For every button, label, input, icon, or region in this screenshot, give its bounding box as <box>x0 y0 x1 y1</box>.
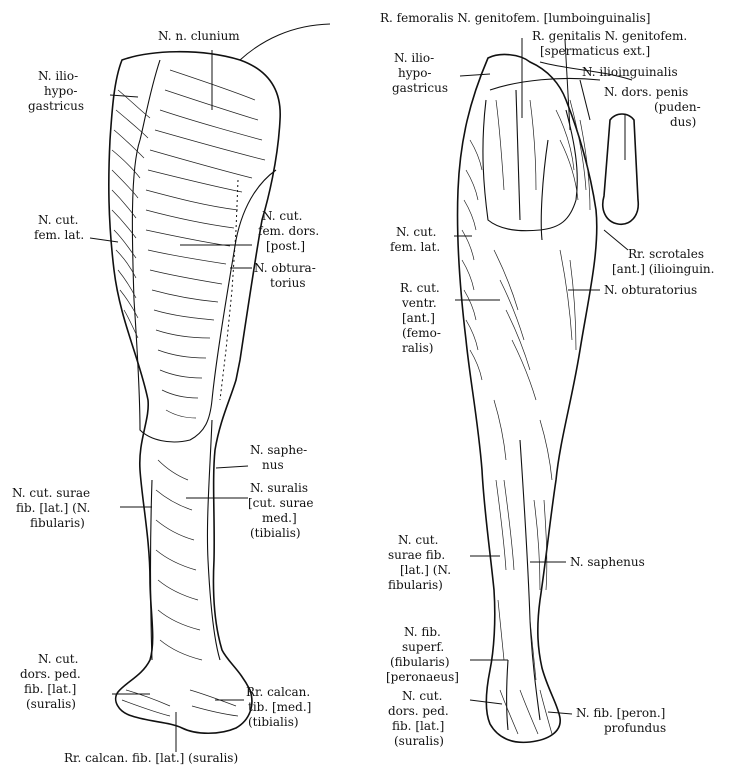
svg-text:(suralis): (suralis) <box>26 697 76 711</box>
label-n-cut-surae-fib-posterior: N. cut. surae fib. [lat.] (N. fibularis) <box>12 486 90 530</box>
svg-text:(fibularis): (fibularis) <box>390 655 450 669</box>
label-n-cut-fem-dors: N. cut. fem. dors. [post.] <box>258 209 319 253</box>
svg-text:fem. lat.: fem. lat. <box>34 228 84 242</box>
svg-text:N. saphe-: N. saphe- <box>250 443 307 457</box>
svg-text:N. ilio-: N. ilio- <box>394 51 434 65</box>
label-n-iliohypogastricus-anterior: N. ilio- hypo- gastricus <box>392 51 448 95</box>
svg-text:N. fib. [peron.]: N. fib. [peron.] <box>576 706 665 720</box>
label-n-cut-fem-lat-posterior: N. cut. fem. lat. <box>34 213 84 242</box>
svg-text:N. cut.: N. cut. <box>38 652 78 666</box>
svg-text:N. cut.: N. cut. <box>262 209 302 223</box>
svg-text:dus): dus) <box>670 115 696 129</box>
svg-text:N. cut. surae: N. cut. surae <box>12 486 90 500</box>
svg-text:gastricus: gastricus <box>28 99 84 113</box>
label-n-obturatorius-anterior: N. obturatorius <box>604 283 697 297</box>
svg-text:fem. dors.: fem. dors. <box>258 224 319 238</box>
label-r-femoralis-genitofem: R. femoralis N. genitofem. [lumboinguina… <box>380 11 650 25</box>
label-n-cut-dors-ped-fib-anterior: N. cut. dors. ped. fib. [lat.] (suralis) <box>388 689 449 748</box>
label-n-ilioinguinalis: N. ilioinguinalis <box>582 65 678 79</box>
svg-text:torius: torius <box>270 276 306 290</box>
svg-text:fib. [lat.]: fib. [lat.] <box>392 719 444 733</box>
label-r-genitalis-genitofem: R. genitalis N. genitofem. [spermaticus … <box>532 29 687 58</box>
label-n-iliohypogastricus-posterior: N. ilio- hypo- gastricus <box>28 69 84 113</box>
svg-text:(tibialis): (tibialis) <box>250 526 301 540</box>
label-n-cut-surae-fib-anterior: N. cut. surae fib. [lat.] (N. fibularis) <box>388 533 451 592</box>
svg-text:R. cut.: R. cut. <box>400 281 440 295</box>
svg-text:N. dors. penis: N. dors. penis <box>604 85 688 99</box>
svg-text:[post.]: [post.] <box>266 239 305 253</box>
svg-text:superf.: superf. <box>402 640 444 654</box>
svg-text:[spermaticus ext.]: [spermaticus ext.] <box>540 44 650 58</box>
label-n-fib-superf: N. fib. superf. (fibularis) [peronaeus] <box>386 625 459 684</box>
label-n-cut-fem-lat-anterior: N. cut. fem. lat. <box>390 225 440 254</box>
label-rr-scrotales: Rr. scrotales [ant.] (ilioinguin. <box>612 247 714 276</box>
label-n-obturatorius-posterior: N. obtura- torius <box>254 261 316 290</box>
genital-outline <box>603 114 638 224</box>
svg-text:(tibialis): (tibialis) <box>248 715 299 729</box>
label-n-saphenus-posterior: N. saphe- nus <box>250 443 307 472</box>
label-n-cut-dors-ped-fib-posterior: N. cut. dors. ped. fib. [lat.] (suralis) <box>20 652 81 711</box>
svg-text:(suralis): (suralis) <box>394 734 444 748</box>
svg-text:N. fib.: N. fib. <box>404 625 441 639</box>
label-n-n-clunium: N. n. clunium <box>158 29 240 43</box>
svg-text:ralis): ralis) <box>402 341 433 355</box>
svg-text:[ant.] (ilioinguin.: [ant.] (ilioinguin. <box>612 262 714 276</box>
svg-text:[cut. surae: [cut. surae <box>248 496 313 510</box>
gluteal-arc <box>240 24 330 60</box>
svg-text:N. cut.: N. cut. <box>396 225 436 239</box>
svg-text:surae fib.: surae fib. <box>388 548 445 562</box>
svg-text:[peronaeus]: [peronaeus] <box>386 670 459 684</box>
svg-text:N. cut.: N. cut. <box>38 213 78 227</box>
svg-text:fibularis): fibularis) <box>30 516 85 530</box>
svg-text:ventr.: ventr. <box>401 296 437 310</box>
svg-text:dors. ped.: dors. ped. <box>388 704 449 718</box>
svg-text:med.]: med.] <box>262 511 297 525</box>
svg-text:gastricus: gastricus <box>392 81 448 95</box>
label-n-fib-profundus: N. fib. [peron.] profundus <box>576 706 666 735</box>
svg-text:R. genitalis N. genitofem.: R. genitalis N. genitofem. <box>532 29 687 43</box>
svg-text:N. cut.: N. cut. <box>398 533 438 547</box>
svg-text:(femo-: (femo- <box>402 326 441 340</box>
svg-text:N. obtura-: N. obtura- <box>254 261 316 275</box>
svg-text:Rr. scrotales: Rr. scrotales <box>628 247 704 261</box>
anterior-leg-figure <box>457 55 638 743</box>
svg-text:N. suralis: N. suralis <box>250 481 308 495</box>
label-r-cut-ventr: R. cut. ventr. [ant.] (femo- ralis) <box>400 281 441 355</box>
svg-text:N. ilio-: N. ilio- <box>38 69 78 83</box>
svg-text:profundus: profundus <box>604 721 666 735</box>
label-n-suralis: N. suralis [cut. surae med.] (tibialis) <box>248 481 313 540</box>
label-n-saphenus-anterior: N. saphenus <box>570 555 645 569</box>
svg-text:[ant.]: [ant.] <box>402 311 435 325</box>
svg-text:fib. [lat.] (N.: fib. [lat.] (N. <box>16 501 90 515</box>
svg-text:hypo-: hypo- <box>44 84 77 98</box>
svg-text:tib. [med.]: tib. [med.] <box>248 700 311 714</box>
buttock-outline <box>109 52 280 734</box>
label-rr-calcan-tib: Rr. calcan. tib. [med.] (tibialis) <box>246 685 311 729</box>
svg-text:fib. [lat.]: fib. [lat.] <box>24 682 76 696</box>
svg-text:nus: nus <box>262 458 284 472</box>
svg-text:fibularis): fibularis) <box>388 578 443 592</box>
label-rr-calcan-fib: Rr. calcan. fib. [lat.] (suralis) <box>64 751 238 765</box>
svg-text:fem. lat.: fem. lat. <box>390 240 440 254</box>
svg-text:dors. ped.: dors. ped. <box>20 667 81 681</box>
svg-text:N. cut.: N. cut. <box>402 689 442 703</box>
posterior-leg-figure <box>109 24 330 733</box>
svg-text:[lat.] (N.: [lat.] (N. <box>400 563 451 577</box>
svg-text:Rr. calcan.: Rr. calcan. <box>246 685 310 699</box>
svg-text:(puden-: (puden- <box>654 100 701 114</box>
svg-text:hypo-: hypo- <box>398 66 431 80</box>
